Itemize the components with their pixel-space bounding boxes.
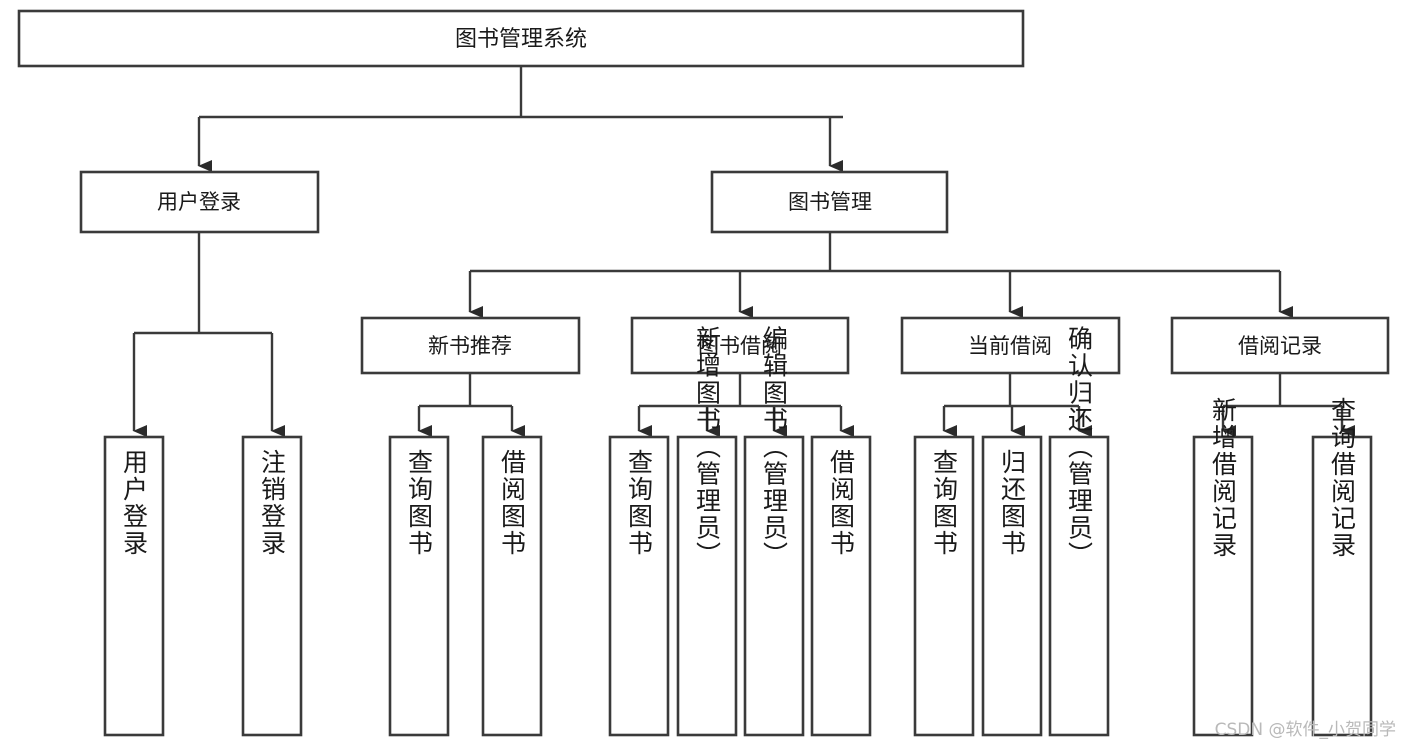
- node-leaf-add-book[interactable]: 新增图书（管理员）: [676, 326, 738, 737]
- node-book-manage-label: 图书管理: [788, 190, 872, 214]
- node-leaf-query-record[interactable]: 查询借阅记录: [1311, 397, 1373, 737]
- node-leaf-query-record-label: 查询借阅记录: [1328, 397, 1357, 559]
- node-leaf-query-book-borrow-label: 查询图书: [625, 449, 654, 557]
- node-current-borrow-label: 当前借阅: [968, 334, 1052, 358]
- node-user-login-label: 用户登录: [157, 190, 241, 214]
- node-leaf-user-logout-box[interactable]: [241, 435, 303, 737]
- leaf-nodes: 用户登录 注销登录 查询图书 借阅图书 查询图书 新增图书（管理员） 编辑图书（…: [103, 326, 1373, 737]
- node-leaf-query-book-borrow[interactable]: 查询图书: [608, 435, 670, 737]
- node-leaf-confirm-return[interactable]: 确认归还（管理员）: [1048, 326, 1110, 737]
- node-book-borrow[interactable]: 图书借阅: [630, 316, 850, 375]
- node-leaf-query-book-borrow-box[interactable]: [608, 435, 670, 737]
- node-borrow-record[interactable]: 借阅记录: [1170, 316, 1390, 375]
- node-leaf-borrow-book-label: 借阅图书: [827, 449, 856, 557]
- node-current-borrow[interactable]: 当前借阅: [900, 316, 1121, 375]
- node-leaf-query-book-current-label: 查询图书: [930, 449, 959, 557]
- node-leaf-borrow-book-box[interactable]: [810, 435, 872, 737]
- node-leaf-edit-book[interactable]: 编辑图书（管理员）: [743, 326, 805, 737]
- node-borrow-record-label: 借阅记录: [1238, 334, 1322, 358]
- node-leaf-edit-book-label: 编辑图书（管理员）: [760, 326, 789, 569]
- node-leaf-query-book-current[interactable]: 查询图书: [913, 435, 975, 737]
- node-new-book-recommend-label: 新书推荐: [428, 334, 512, 358]
- node-leaf-borrow-book-rec-label: 借阅图书: [498, 449, 527, 557]
- node-borrow-record-box[interactable]: [1170, 316, 1390, 375]
- node-leaf-return-book[interactable]: 归还图书: [981, 435, 1043, 737]
- node-user-login-box[interactable]: [79, 170, 320, 234]
- node-leaf-edit-book-box[interactable]: [743, 435, 805, 737]
- node-leaf-user-login-box[interactable]: [103, 435, 165, 737]
- node-leaf-confirm-return-label: 确认归还（管理员）: [1065, 326, 1094, 569]
- node-leaf-confirm-return-box[interactable]: [1048, 435, 1110, 737]
- node-leaf-query-book-rec-label: 查询图书: [405, 449, 434, 557]
- node-leaf-query-book-rec-box[interactable]: [388, 435, 450, 737]
- node-leaf-return-book-box[interactable]: [981, 435, 1043, 737]
- node-leaf-return-book-label: 归还图书: [998, 449, 1027, 557]
- node-root-box[interactable]: [17, 9, 1025, 68]
- node-leaf-user-logout[interactable]: 注销登录: [241, 435, 303, 737]
- node-user-login[interactable]: 用户登录: [79, 170, 320, 234]
- node-root-label: 图书管理系统: [455, 27, 587, 52]
- node-leaf-borrow-book[interactable]: 借阅图书: [810, 435, 872, 737]
- node-leaf-borrow-book-rec-box[interactable]: [481, 435, 543, 737]
- node-leaf-borrow-book-rec[interactable]: 借阅图书: [481, 435, 543, 737]
- node-new-book-recommend[interactable]: 新书推荐: [360, 316, 581, 375]
- node-leaf-user-login[interactable]: 用户登录: [103, 435, 165, 737]
- node-new-book-recommend-box[interactable]: [360, 316, 581, 375]
- node-book-manage[interactable]: 图书管理: [710, 170, 949, 234]
- node-leaf-user-login-label: 用户登录: [120, 449, 149, 557]
- node-leaf-query-book-current-box[interactable]: [913, 435, 975, 737]
- node-leaf-add-book-label: 新增图书（管理员）: [693, 326, 722, 569]
- connectors: [132, 66, 1355, 437]
- node-book-manage-box[interactable]: [710, 170, 949, 234]
- node-book-borrow-box[interactable]: [630, 316, 850, 375]
- node-leaf-add-record-box[interactable]: [1192, 435, 1254, 737]
- csdn-watermark: CSDN @软件_小贺同学: [1215, 720, 1396, 740]
- node-book-borrow-label: 图书借阅: [698, 334, 782, 358]
- node-leaf-user-logout-label: 注销登录: [258, 449, 287, 557]
- node-leaf-query-record-box[interactable]: [1311, 435, 1373, 737]
- node-leaf-add-record-label: 新增借阅记录: [1209, 397, 1238, 559]
- node-leaf-add-record[interactable]: 新增借阅记录: [1192, 397, 1254, 737]
- node-leaf-query-book-rec[interactable]: 查询图书: [388, 435, 450, 737]
- node-leaf-add-book-box[interactable]: [676, 435, 738, 737]
- node-root[interactable]: 图书管理系统: [17, 9, 1025, 68]
- node-current-borrow-box[interactable]: [900, 316, 1121, 375]
